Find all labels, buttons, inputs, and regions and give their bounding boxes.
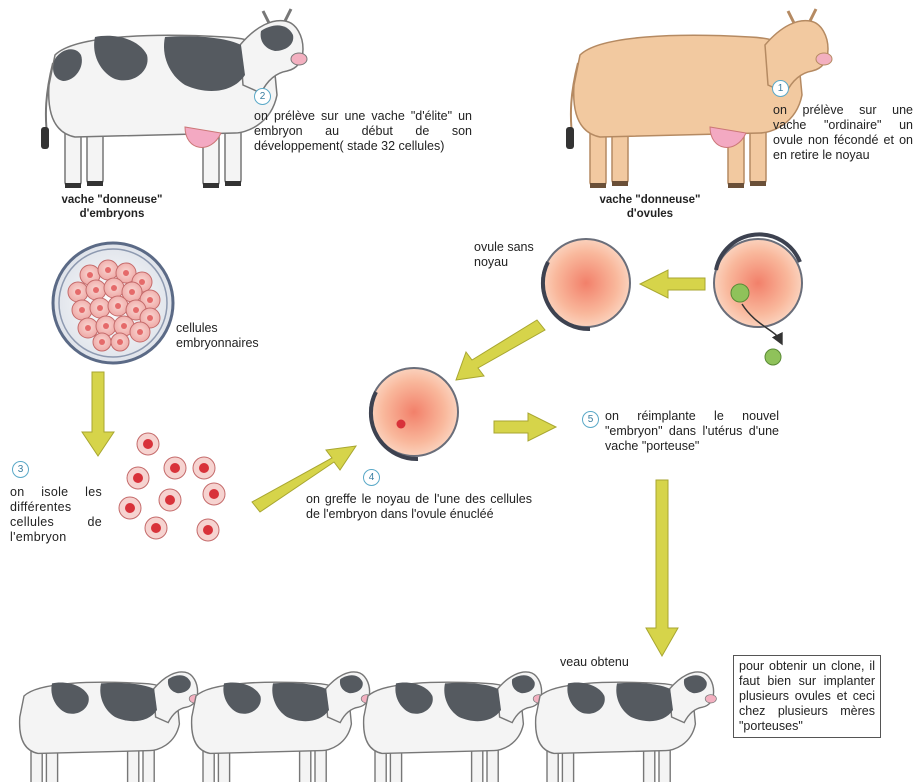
- ovule-with-nucleus: [714, 234, 802, 365]
- arrow-dish-to-cells: [82, 372, 114, 456]
- step-2-text: on prélève sur une vache "d'élite" un em…: [254, 109, 472, 154]
- arrow-enucleate: [640, 270, 705, 298]
- step-1-badge: 1: [772, 80, 789, 97]
- arrow-to-implant: [494, 413, 556, 441]
- step-4-badge: 4: [363, 469, 380, 486]
- clone-note-box: pour obtenir un clone, il faut bien sur …: [733, 655, 881, 738]
- isolated-cells: [119, 433, 225, 541]
- arrow-to-calves: [646, 480, 678, 656]
- step-5-text: on réimplante le nouvel "embryon" dans l…: [605, 409, 779, 454]
- step-2-badge: 2: [254, 88, 271, 105]
- step-3-badge: 3: [12, 461, 29, 478]
- label-calf: veau obtenu: [560, 655, 660, 670]
- label-ovule-no-nucleus: ovule sans noyau: [474, 240, 552, 270]
- embryo-dish: [53, 243, 173, 363]
- label-donor-embryos: vache "donneuse" d'embryons: [42, 193, 182, 221]
- ovule-without-nucleus: [542, 239, 630, 329]
- step-4-text: on greffe le noyau de l'une des cellules…: [306, 492, 532, 522]
- reconstituted-egg: [370, 368, 458, 459]
- label-embryo-cells: cellules embryonnaires: [176, 321, 276, 351]
- step-3-text: on isole les différentes cellules de l'e…: [10, 485, 102, 545]
- calves-row: [20, 672, 717, 782]
- step-5-badge: 5: [582, 411, 599, 428]
- step-1-text: on prélève sur une vache "ordinaire" un …: [773, 103, 913, 163]
- label-donor-ovules: vache "donneuse" d'ovules: [580, 193, 720, 221]
- arrow-to-egg: [456, 320, 545, 380]
